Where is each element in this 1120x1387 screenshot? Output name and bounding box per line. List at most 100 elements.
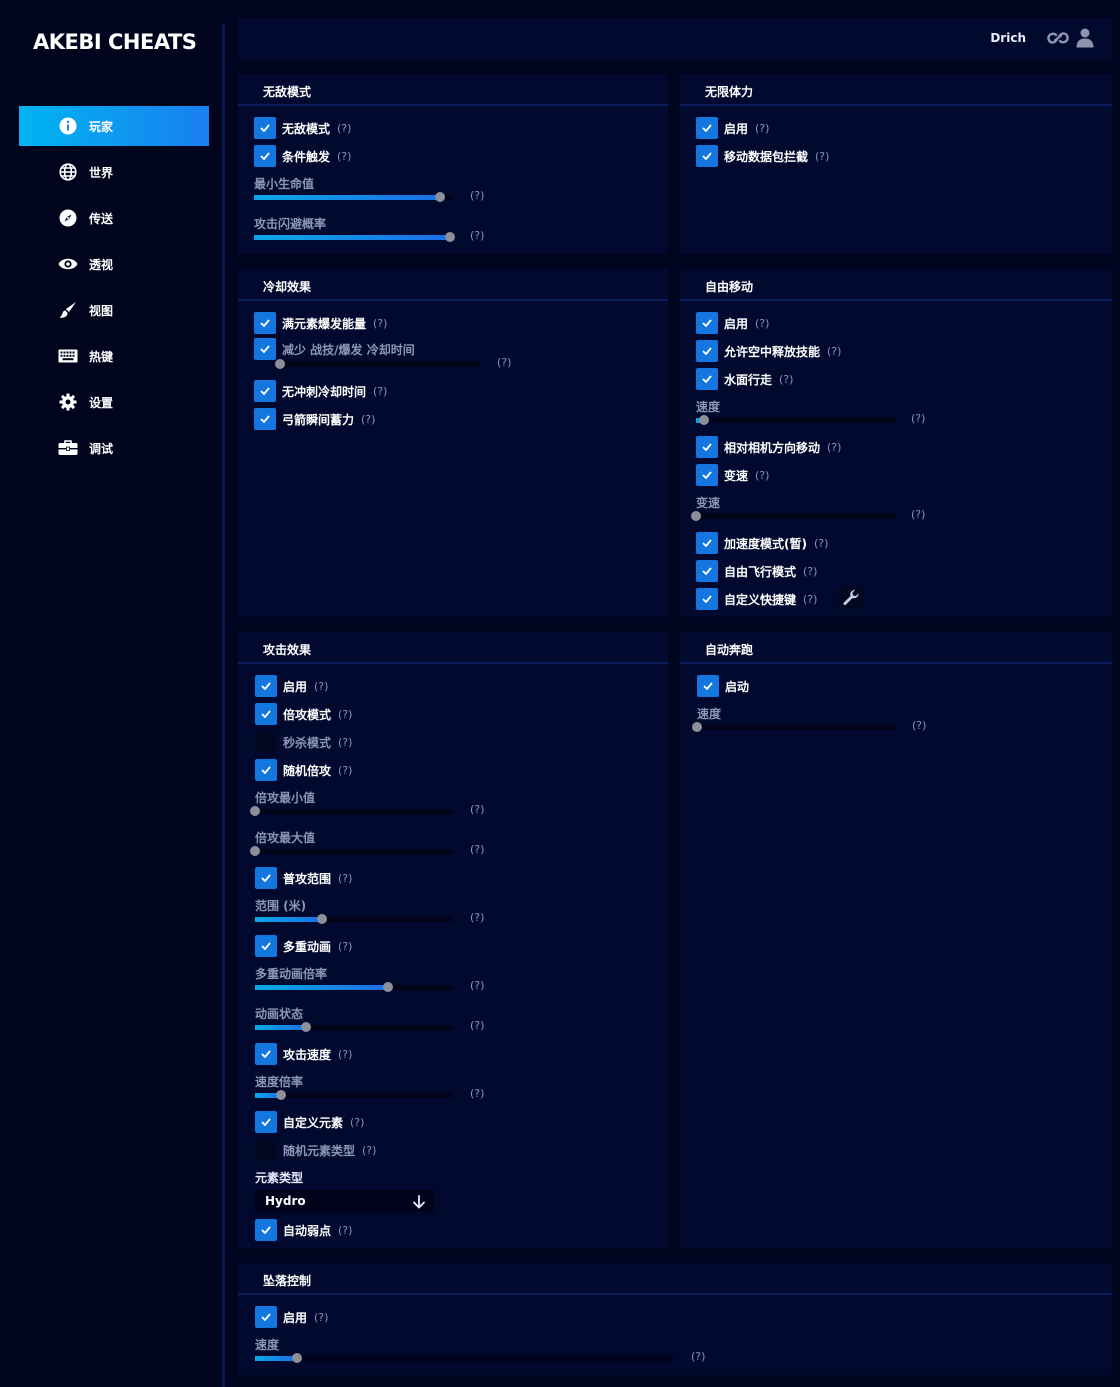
checkbox-row[interactable]: 相对相机方向移动 (?) xyxy=(696,436,841,458)
slider[interactable] xyxy=(255,913,453,927)
help-marker[interactable]: (?) xyxy=(470,1019,485,1032)
slider[interactable] xyxy=(250,805,453,819)
checkbox-checked[interactable] xyxy=(254,117,276,139)
checkbox-checked[interactable] xyxy=(696,532,718,554)
slider-knob[interactable] xyxy=(301,1022,312,1032)
checkbox-row[interactable]: 自定义快捷键 (?) xyxy=(696,588,817,610)
slider-knob[interactable] xyxy=(692,722,702,732)
checkbox-row[interactable]: 无冲刺冷却时间 (?) xyxy=(254,380,387,402)
slider-knob[interactable] xyxy=(445,232,456,242)
checkbox-checked[interactable] xyxy=(255,1219,277,1241)
slider[interactable] xyxy=(254,191,452,205)
sidebar-item-teleport[interactable]: 传送 xyxy=(19,198,209,238)
help-marker[interactable]: (?) xyxy=(755,316,770,330)
checkbox-row[interactable]: 普攻范围 (?) xyxy=(255,867,352,889)
checkbox-row[interactable]: 随机倍攻 (?) xyxy=(255,759,352,781)
help-marker[interactable]: (?) xyxy=(827,344,842,358)
slider-knob[interactable] xyxy=(699,415,709,425)
checkbox-checked[interactable] xyxy=(254,408,276,430)
help-marker[interactable]: (?) xyxy=(338,871,353,885)
checkbox-row[interactable]: 减少 战技/爆发 冷却时间 xyxy=(254,338,415,360)
checkbox-checked[interactable] xyxy=(255,1306,277,1328)
checkbox-checked[interactable] xyxy=(696,340,718,362)
checkbox-checked[interactable] xyxy=(255,675,277,697)
checkbox-checked[interactable] xyxy=(696,464,718,486)
checkbox-row[interactable]: 弓箭瞬间蓄力 (?) xyxy=(254,408,375,430)
checkbox-checked[interactable] xyxy=(255,703,277,725)
sidebar-item-settings[interactable]: 设置 xyxy=(19,382,209,422)
slider[interactable] xyxy=(692,721,896,735)
slider[interactable] xyxy=(275,358,480,372)
help-marker[interactable]: (?) xyxy=(373,316,388,330)
checkbox-checked[interactable] xyxy=(696,145,718,167)
help-marker[interactable]: (?) xyxy=(338,735,353,749)
slider[interactable] xyxy=(254,231,456,245)
checkbox-checked[interactable] xyxy=(255,867,277,889)
sidebar-item-esp[interactable]: 透视 xyxy=(19,244,209,284)
link-icon[interactable] xyxy=(1046,28,1070,52)
checkbox-row[interactable]: 启用 (?) xyxy=(696,117,769,139)
help-marker[interactable]: (?) xyxy=(338,939,353,953)
checkbox-row[interactable]: 水面行走 (?) xyxy=(696,368,793,390)
sidebar-item-world[interactable]: 世界 xyxy=(19,152,209,192)
sidebar-item-hotkeys[interactable]: 热键 xyxy=(19,336,209,376)
help-marker[interactable]: (?) xyxy=(911,508,926,521)
checkbox-unchecked[interactable] xyxy=(255,731,277,753)
help-marker[interactable]: (?) xyxy=(911,412,926,425)
checkbox-checked[interactable] xyxy=(255,1043,277,1065)
checkbox-row[interactable]: 启用 (?) xyxy=(255,1306,328,1328)
checkbox-checked[interactable] xyxy=(255,1111,277,1133)
checkbox-row[interactable]: 条件触发 (?) xyxy=(254,145,351,167)
checkbox-row[interactable]: 攻击速度 (?) xyxy=(255,1043,352,1065)
slider[interactable] xyxy=(696,414,896,428)
checkbox-row[interactable]: 移动数据包拦截 (?) xyxy=(696,145,829,167)
user-icon[interactable] xyxy=(1076,28,1094,52)
sidebar-item-debug[interactable]: 调试 xyxy=(19,428,209,468)
checkbox-checked[interactable] xyxy=(254,338,276,360)
checkbox-row[interactable]: 无敌模式 (?) xyxy=(254,117,351,139)
checkbox-row[interactable]: 自动弱点 (?) xyxy=(255,1219,352,1241)
checkbox-checked[interactable] xyxy=(696,560,718,582)
slider[interactable] xyxy=(255,1021,453,1035)
help-marker[interactable]: (?) xyxy=(755,468,770,482)
help-marker[interactable]: (?) xyxy=(470,229,485,242)
help-marker[interactable]: (?) xyxy=(755,121,770,135)
help-marker[interactable]: (?) xyxy=(338,1047,353,1061)
checkbox-row[interactable]: 自由飞行模式 (?) xyxy=(696,560,817,582)
slider-knob[interactable] xyxy=(317,914,328,924)
help-marker[interactable]: (?) xyxy=(338,763,353,777)
slider-knob[interactable] xyxy=(435,192,446,202)
checkbox-row[interactable]: 启用 (?) xyxy=(255,675,328,697)
help-marker[interactable]: (?) xyxy=(361,412,376,426)
checkbox-checked[interactable] xyxy=(696,312,718,334)
slider-knob[interactable] xyxy=(382,982,393,992)
help-marker[interactable]: (?) xyxy=(362,1143,377,1157)
help-marker[interactable]: (?) xyxy=(470,189,485,202)
help-marker[interactable]: (?) xyxy=(815,149,830,163)
help-marker[interactable]: (?) xyxy=(338,1223,353,1237)
checkbox-checked[interactable] xyxy=(696,588,718,610)
help-marker[interactable]: (?) xyxy=(497,356,512,369)
checkbox-row[interactable]: 加速度模式(暂) (?) xyxy=(696,532,828,554)
help-marker[interactable]: (?) xyxy=(470,1087,485,1100)
checkbox-row[interactable]: 随机元素类型 (?) xyxy=(255,1139,376,1161)
help-marker[interactable]: (?) xyxy=(470,843,485,856)
slider[interactable] xyxy=(255,1352,673,1366)
slider[interactable] xyxy=(691,510,896,524)
slider-knob[interactable] xyxy=(275,1090,286,1100)
hotkey-config-button[interactable] xyxy=(838,587,864,609)
sidebar-item-visuals[interactable]: 视图 xyxy=(19,290,209,330)
help-marker[interactable]: (?) xyxy=(779,372,794,386)
checkbox-checked[interactable] xyxy=(696,436,718,458)
help-marker[interactable]: (?) xyxy=(827,440,842,454)
slider[interactable] xyxy=(255,1089,453,1103)
checkbox-row[interactable]: 启动 xyxy=(697,675,749,697)
slider-knob[interactable] xyxy=(291,1353,302,1363)
help-marker[interactable]: (?) xyxy=(803,564,818,578)
checkbox-row[interactable]: 满元素爆发能量 (?) xyxy=(254,312,387,334)
slider[interactable] xyxy=(255,981,453,995)
help-marker[interactable]: (?) xyxy=(337,121,352,135)
help-marker[interactable]: (?) xyxy=(337,149,352,163)
help-marker[interactable]: (?) xyxy=(314,679,329,693)
slider-knob[interactable] xyxy=(250,806,260,816)
